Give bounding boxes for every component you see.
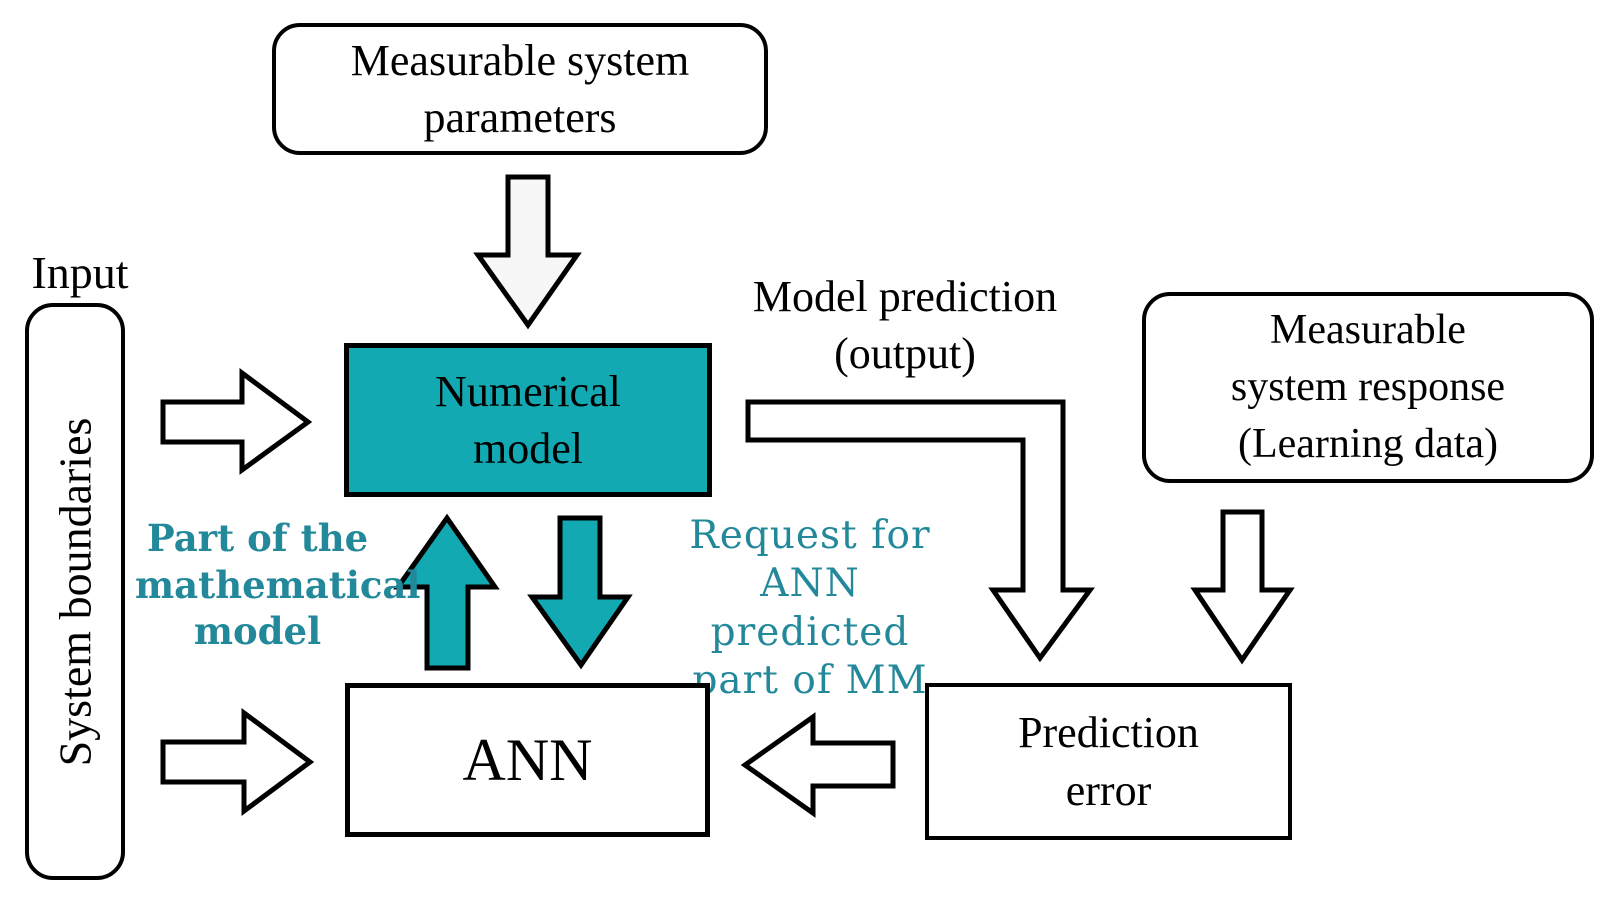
part-of-mm-line2: mathematical — [135, 562, 421, 607]
part-of-mm-label: Part of the mathematical model — [135, 515, 421, 655]
numerical-model-box: Numerical model — [344, 343, 712, 497]
arrow-response-to-error-icon — [1190, 509, 1295, 665]
measurable-parameters-line2: parameters — [423, 93, 617, 142]
arrow-input-to-model-icon — [160, 368, 313, 475]
numerical-model-line2: model — [473, 424, 583, 473]
system-boundaries-label: System boundaries — [49, 417, 101, 766]
model-prediction-label: Model prediction (output) — [725, 268, 1085, 382]
model-prediction-line1: Model prediction — [752, 272, 1058, 321]
measurable-response-box: Measurable system response (Learning dat… — [1142, 292, 1594, 483]
request-ann-label: Request for ANN predicted part of MM — [655, 512, 965, 705]
arrow-input-to-ann-icon — [160, 708, 315, 816]
measurable-response-line2: system response — [1230, 364, 1506, 411]
measurable-parameters-line1: Measurable system — [350, 35, 690, 85]
system-boundaries-box: System boundaries — [25, 303, 125, 880]
ann-label: ANN — [462, 726, 593, 793]
measurable-response-line1: Measurable — [1270, 307, 1466, 354]
request-ann-line3: part of MM — [692, 658, 928, 704]
model-prediction-line2: (output) — [834, 329, 976, 379]
arrow-ann-to-model-teal-icon — [393, 513, 500, 671]
ann-box: ANN — [345, 683, 710, 837]
prediction-error-line2: error — [1065, 765, 1152, 815]
prediction-error-box: Prediction error — [925, 683, 1292, 840]
measurable-response-line3: (Learning data) — [1237, 420, 1499, 467]
arrow-params-to-model-icon — [473, 174, 582, 330]
arrow-model-to-ann-teal-icon — [527, 515, 633, 670]
part-of-mm-line1: Part of the — [146, 516, 369, 560]
arrow-model-output-elbow-icon — [745, 399, 1095, 663]
input-label: Input — [31, 247, 129, 298]
request-ann-line1: Request for — [689, 513, 931, 558]
numerical-model-line1: Numerical — [435, 366, 621, 416]
measurable-parameters-box: Measurable system parameters — [272, 23, 768, 155]
prediction-error-line1: Prediction — [1018, 708, 1199, 758]
arrow-error-to-ann-icon — [740, 712, 896, 818]
part-of-mm-line3: model — [193, 609, 322, 654]
request-ann-line2: ANN predicted — [710, 561, 910, 655]
